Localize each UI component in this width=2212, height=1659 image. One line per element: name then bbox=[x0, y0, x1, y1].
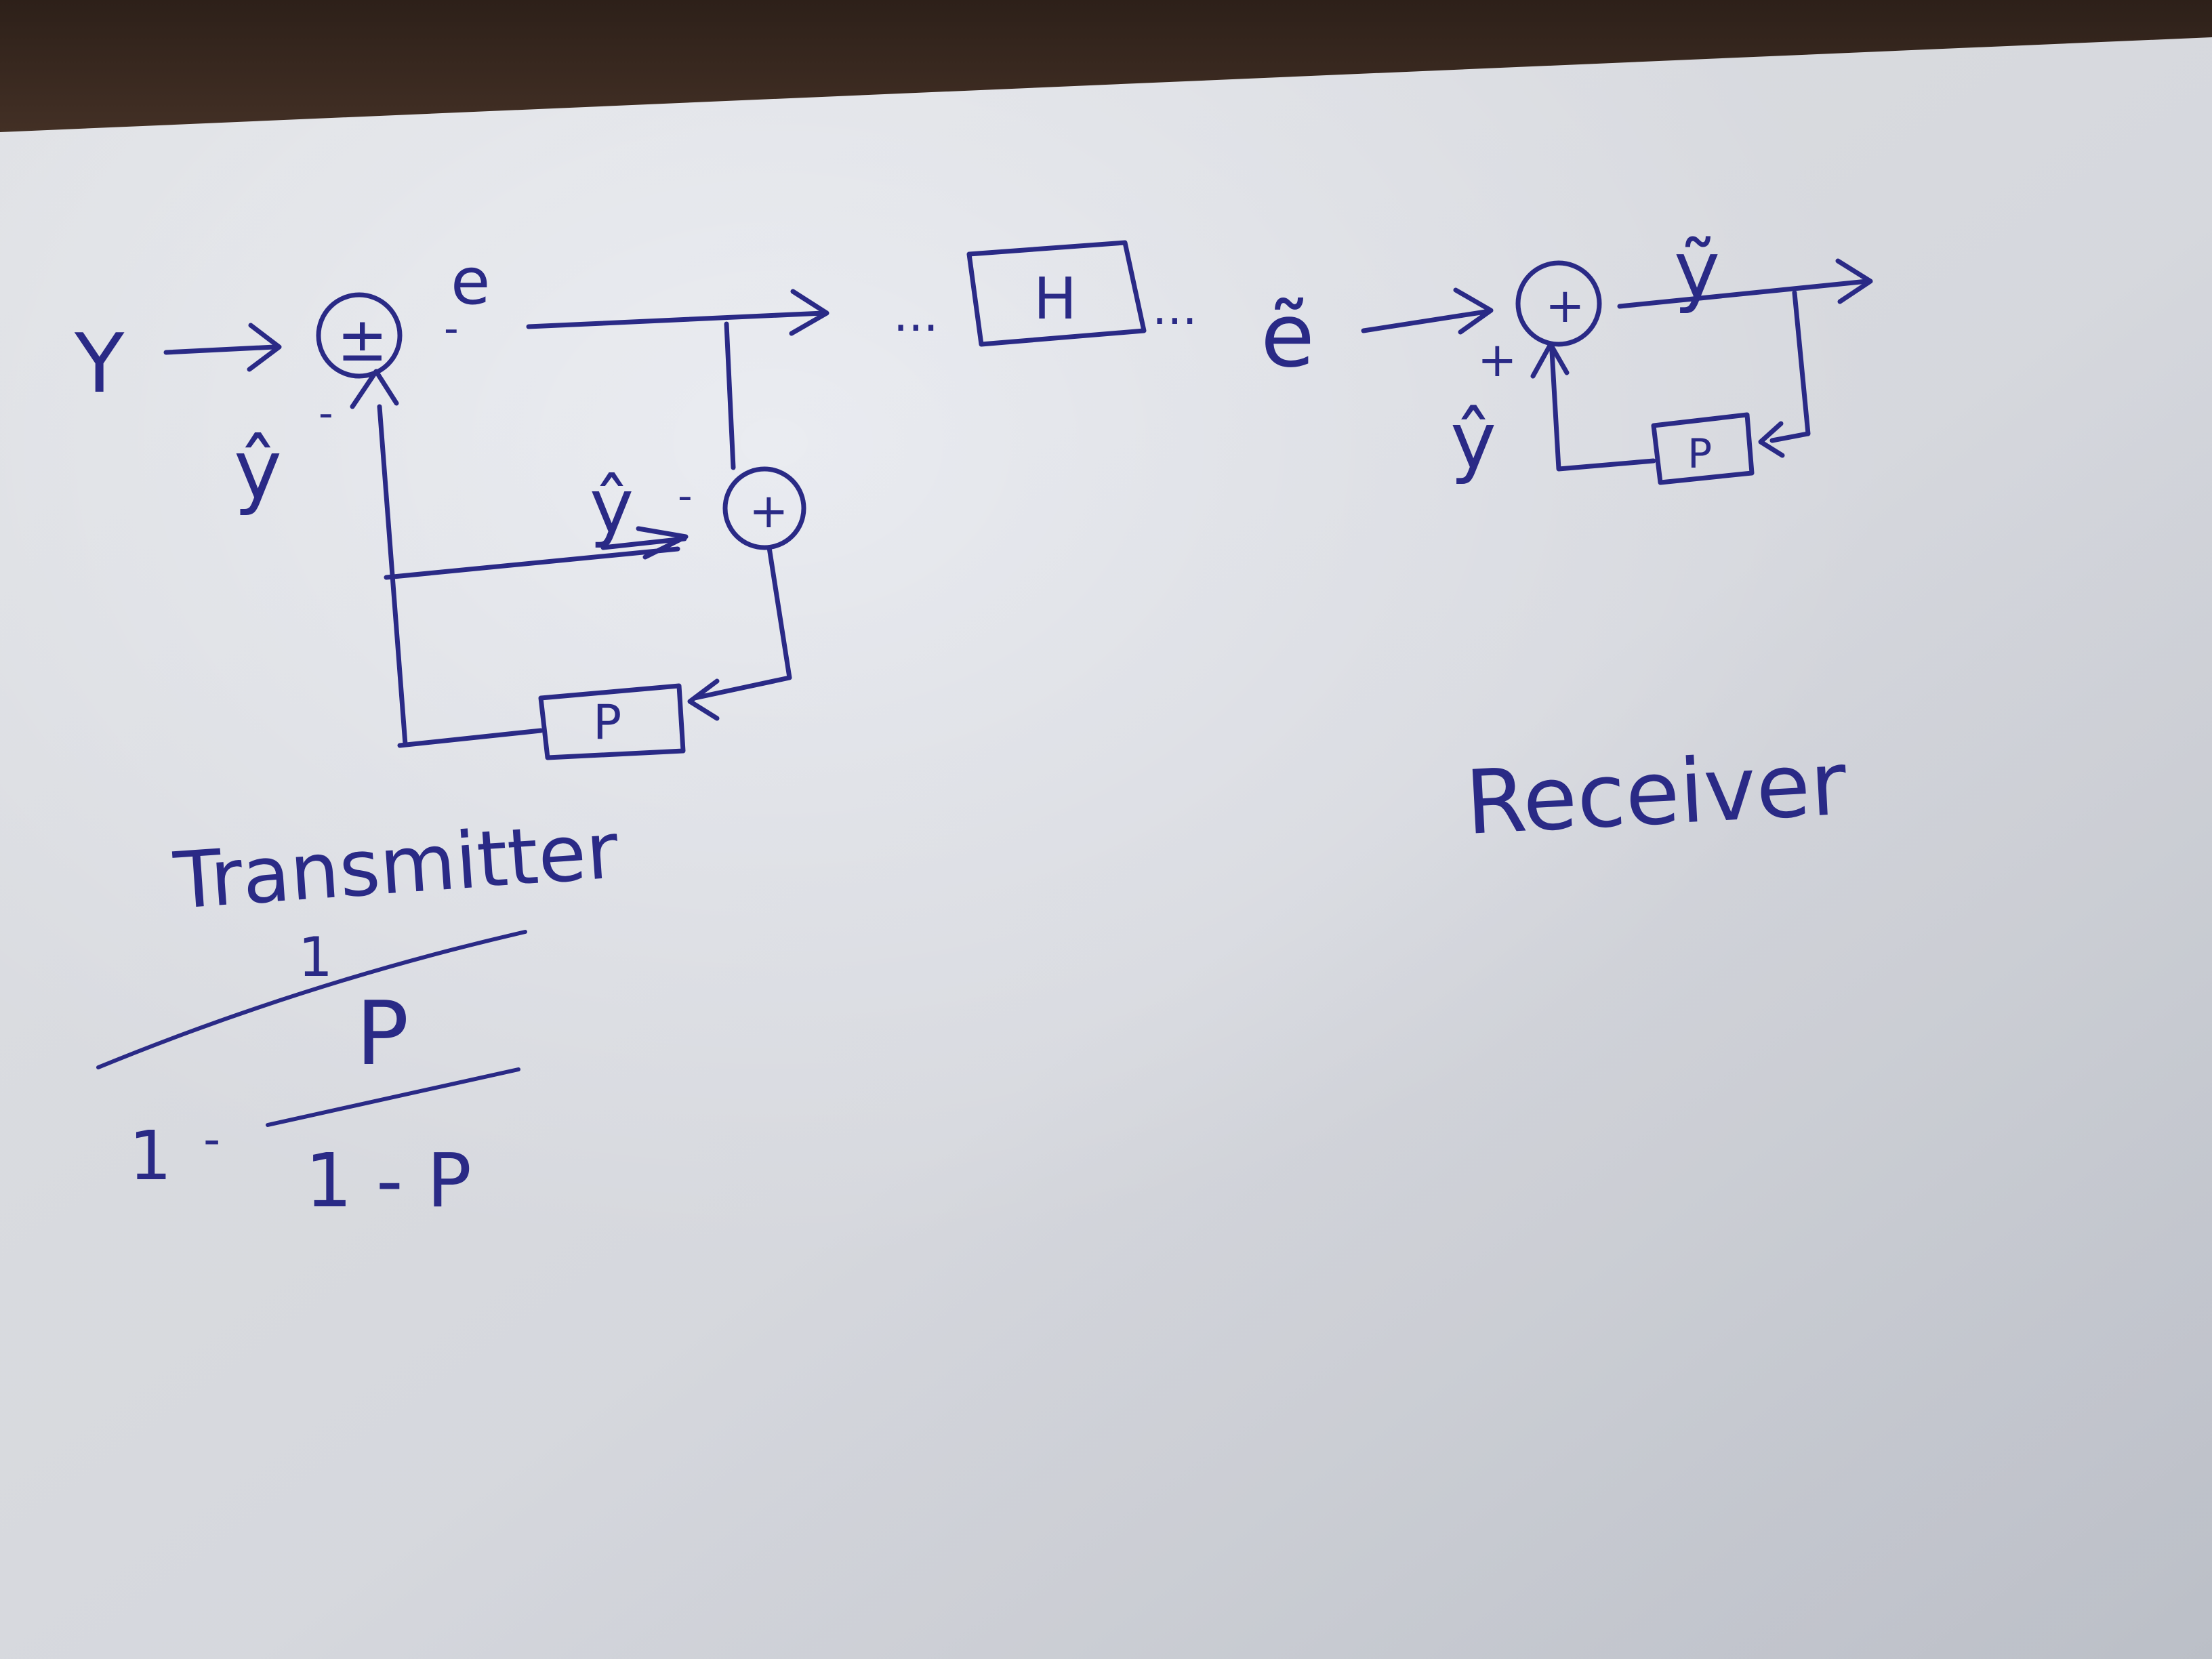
rx-predictor-box bbox=[1651, 412, 1755, 485]
tx-predictor-label: P bbox=[593, 695, 621, 750]
rx-input-label: ẽ bbox=[1261, 284, 1315, 387]
tx-summer2-out-wire bbox=[687, 545, 792, 721]
equation-bottom-fraction-line bbox=[266, 1067, 520, 1127]
tx-summer2-input-label: ŷ bbox=[590, 463, 634, 550]
equation-top-denominator: P bbox=[356, 982, 409, 1085]
tx-input-arrow bbox=[163, 323, 282, 372]
tx-summer1-sign: ± bbox=[337, 304, 388, 375]
rx-feedback-wire bbox=[1530, 342, 1656, 472]
equation-one: 1 bbox=[129, 1116, 172, 1195]
equation-top-numerator: 1 bbox=[298, 926, 333, 989]
rx-input-arrow bbox=[1361, 287, 1494, 335]
equation-bottom-denominator: 1 - P bbox=[305, 1137, 472, 1224]
tx-tap-line bbox=[724, 321, 736, 470]
tx-output-label: e bbox=[451, 245, 490, 319]
equation-top-fraction-line bbox=[96, 930, 527, 1069]
tx-summer1-minus: - bbox=[319, 390, 333, 437]
tx-output-arrow bbox=[526, 289, 830, 336]
tx-summer1-circle bbox=[316, 292, 403, 379]
tx-output-minus: - bbox=[444, 305, 459, 352]
rx-caption: Receiver bbox=[1463, 732, 1849, 855]
equation-minus: - bbox=[203, 1111, 220, 1167]
tx-feedback-label: ŷ bbox=[234, 424, 282, 518]
tx-predictor-out-wire bbox=[397, 728, 544, 748]
rx-summer-sign: + bbox=[1545, 278, 1585, 333]
rx-plus-label: + bbox=[1477, 332, 1517, 388]
channel-box bbox=[966, 240, 1147, 347]
rx-tap-wire bbox=[1758, 290, 1811, 458]
paper-shadow bbox=[0, 37, 2212, 1659]
channel-dots-before: ... bbox=[893, 287, 939, 342]
tx-summer2-sign: + bbox=[749, 483, 789, 539]
tx-summer2-circle bbox=[722, 466, 806, 550]
channel-block-label: H bbox=[1033, 266, 1077, 333]
rx-summer-circle bbox=[1515, 260, 1602, 347]
channel-dots-after: ... bbox=[1152, 280, 1197, 335]
tx-predictor-box bbox=[538, 683, 686, 760]
rx-feedback-label: ŷ bbox=[1450, 396, 1496, 487]
rx-output-arrow bbox=[1617, 258, 1873, 309]
tx-branch-to-summer2 bbox=[384, 526, 689, 580]
rx-output-label: ỹ bbox=[1674, 225, 1720, 316]
rx-predictor-label: P bbox=[1687, 430, 1712, 478]
tx-summer2-minus: - bbox=[678, 472, 693, 520]
tx-input-label: Y bbox=[74, 317, 125, 411]
